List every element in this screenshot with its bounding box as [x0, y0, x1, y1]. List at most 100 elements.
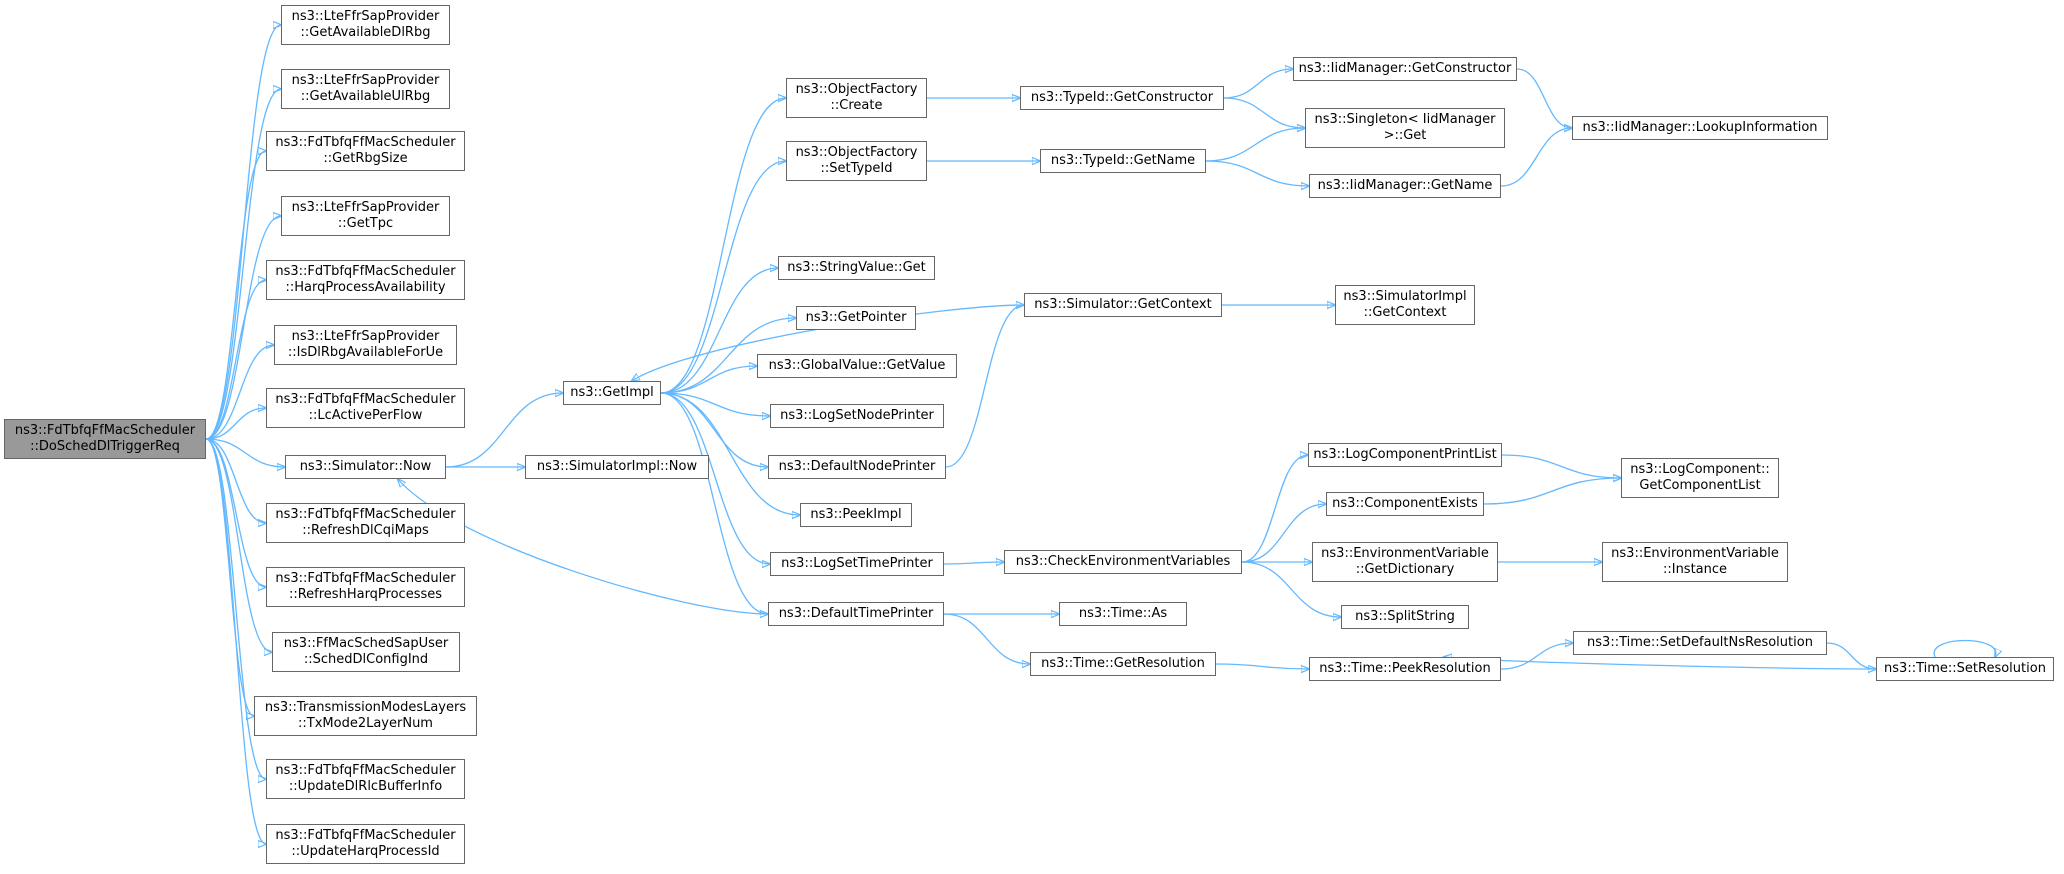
node-label-line: GetComponentList	[1639, 478, 1761, 493]
node-fdtbfq-lc-active-per-flow[interactable]: ns3::FdTbfqFfMacScheduler ::LcActivePerF…	[266, 388, 465, 428]
node-iid-manager-get-name[interactable]: ns3::IidManager::GetName	[1309, 174, 1501, 198]
node-fdtbfq-refresh-harq-processes[interactable]: ns3::FdTbfqFfMacScheduler ::RefreshHarqP…	[266, 567, 465, 607]
edge-root-to-n9	[205, 438, 266, 523]
node-split-string[interactable]: ns3::SplitString	[1341, 605, 1469, 629]
node-simulator-now[interactable]: ns3::Simulator::Now	[285, 455, 446, 479]
node-ff-mac-sched-sap-user-sched-dl-config-ind[interactable]: ns3::FfMacSchedSapUser ::SchedDlConfigIn…	[272, 632, 460, 672]
node-label-line: ns3::LogComponent::	[1630, 462, 1770, 477]
node-label-line: ns3::TransmissionModesLayers	[264, 700, 467, 715]
edge-n15-to-n18	[660, 161, 786, 394]
edge-root-to-n2	[205, 89, 281, 440]
node-label-line: ns3::Singleton< IidManager	[1314, 112, 1496, 127]
node-lte-ffr-get-available-ul-rbg[interactable]: ns3::LteFfrSapProvider ::GetAvailableUlR…	[281, 69, 450, 109]
edge-n46-to-n46	[1933, 639, 1996, 658]
edge-n27-to-n34	[1223, 97, 1305, 128]
node-log-component-get-component-list[interactable]: ns3::LogComponent:: GetComponentList	[1621, 458, 1779, 498]
node-log-set-time-printer[interactable]: ns3::LogSetTimePrinter	[770, 552, 944, 576]
node-time-set-default-ns-resolution[interactable]: ns3::Time::SetDefaultNsResolution	[1573, 631, 1827, 655]
edge-n15-to-n21	[660, 366, 757, 394]
node-label-line: ns3::ObjectFactory	[795, 145, 918, 160]
node-string-value-get[interactable]: ns3::StringValue::Get	[778, 256, 935, 280]
node-lte-ffr-get-tpc[interactable]: ns3::LteFfrSapProvider ::GetTpc	[281, 196, 450, 236]
node-lte-ffr-get-available-dl-rbg[interactable]: ns3::LteFfrSapProvider ::GetAvailableDlR…	[281, 5, 450, 45]
node-fdtbfq-update-dl-rlc-buffer-info[interactable]: ns3::FdTbfqFfMacScheduler ::UpdateDlRlcB…	[266, 759, 465, 799]
node-simulator-get-context[interactable]: ns3::Simulator::GetContext	[1024, 293, 1222, 317]
edge-n15-to-n26	[660, 392, 768, 614]
node-label-line: ns3::LteFfrSapProvider	[291, 73, 440, 88]
node-time-as[interactable]: ns3::Time::As	[1059, 602, 1187, 626]
edge-n28-to-n35	[1205, 160, 1309, 186]
node-transmission-modes-layers-tx-mode2-layer-num[interactable]: ns3::TransmissionModesLayers ::TxMode2La…	[254, 696, 477, 736]
node-fdtbfq-harq-process-availability[interactable]: ns3::FdTbfqFfMacScheduler ::HarqProcessA…	[266, 260, 465, 300]
node-label-line: ::IsDlRbgAvailableForUe	[287, 345, 444, 360]
node-simulator-impl-get-context[interactable]: ns3::SimulatorImpl ::GetContext	[1335, 285, 1475, 325]
edge-n23-to-n29	[945, 305, 1024, 468]
edge-root-to-n5	[205, 280, 266, 440]
node-label-line: ns3::TypeId::GetName	[1050, 153, 1196, 168]
edge-n45-to-n46	[1826, 642, 1876, 669]
node-get-impl[interactable]: ns3::GetImpl	[563, 381, 661, 405]
node-label-line: ns3::FdTbfqFfMacScheduler	[275, 135, 456, 150]
node-default-node-printer[interactable]: ns3::DefaultNodePrinter	[768, 455, 946, 479]
node-label-line: ::HarqProcessAvailability	[285, 280, 446, 295]
node-log-component-print-list[interactable]: ns3::LogComponentPrintList	[1308, 443, 1502, 467]
node-fdtbfq-update-harq-process-id[interactable]: ns3::FdTbfqFfMacScheduler ::UpdateHarqPr…	[266, 824, 465, 864]
node-log-set-node-printer[interactable]: ns3::LogSetNodePrinter	[770, 404, 944, 428]
node-object-factory-create[interactable]: ns3::ObjectFactory ::Create	[786, 78, 927, 118]
node-get-pointer[interactable]: ns3::GetPointer	[796, 306, 916, 330]
node-label-line: ::GetContext	[1363, 305, 1447, 320]
node-label-line: ::GetDictionary	[1355, 562, 1455, 577]
edge-root-to-n3	[205, 151, 266, 440]
node-label-line: ns3::EnvironmentVariable	[1321, 546, 1489, 561]
edge-n15-to-n25	[660, 392, 770, 564]
edge-n15-to-n24	[660, 392, 800, 515]
node-label-line: ns3::FdTbfqFfMacScheduler	[14, 423, 196, 438]
node-check-environment-variables[interactable]: ns3::CheckEnvironmentVariables	[1004, 550, 1242, 574]
node-label-line: ::Instance	[1662, 562, 1728, 577]
node-component-exists[interactable]: ns3::ComponentExists	[1326, 492, 1484, 516]
edge-n15-to-n22	[660, 392, 770, 416]
node-global-value-get-value[interactable]: ns3::GlobalValue::GetValue	[757, 354, 957, 378]
node-label-line: ns3::GetImpl	[570, 385, 654, 400]
node-label-line: ns3::FdTbfqFfMacScheduler	[275, 264, 456, 279]
node-label-line: ns3::FdTbfqFfMacScheduler	[275, 571, 456, 586]
node-label-line: ns3::IidManager::GetName	[1317, 178, 1493, 193]
node-iid-manager-lookup-information[interactable]: ns3::IidManager::LookupInformation	[1572, 116, 1828, 140]
node-label-line: ::TxMode2LayerNum	[298, 716, 433, 731]
node-environment-variable-instance[interactable]: ns3::EnvironmentVariable ::Instance	[1602, 542, 1788, 582]
edge-root-to-n6	[205, 345, 274, 440]
node-label-line: ns3::Simulator::GetContext	[1034, 297, 1212, 312]
node-label-line: ns3::Time::SetDefaultNsResolution	[1587, 635, 1813, 650]
node-type-id-get-constructor[interactable]: ns3::TypeId::GetConstructor	[1020, 86, 1224, 110]
node-environment-variable-get-dictionary[interactable]: ns3::EnvironmentVariable ::GetDictionary	[1312, 542, 1498, 582]
node-lte-ffr-is-dl-rbg-available-for-ue[interactable]: ns3::LteFfrSapProvider ::IsDlRbgAvailabl…	[274, 325, 457, 365]
edge-n25-to-n30	[943, 562, 1004, 564]
node-fdtbfq-refresh-dl-cqi-maps[interactable]: ns3::FdTbfqFfMacScheduler ::RefreshDlCqi…	[266, 503, 465, 543]
node-label-line: ns3::TypeId::GetConstructor	[1030, 90, 1214, 105]
node-fdtbfq-do-sched-dl-trigger-req[interactable]: ns3::FdTbfqFfMacScheduler ::DoSchedDlTri…	[4, 419, 206, 459]
node-time-peek-resolution[interactable]: ns3::Time::PeekResolution	[1309, 657, 1501, 681]
node-object-factory-set-type-id[interactable]: ns3::ObjectFactory ::SetTypeId	[786, 141, 927, 181]
node-label-line: ns3::FdTbfqFfMacScheduler	[275, 507, 456, 522]
node-fdtbfq-get-rbg-size[interactable]: ns3::FdTbfqFfMacScheduler ::GetRbgSize	[266, 131, 465, 171]
edge-n15-to-n20	[660, 318, 796, 394]
node-time-set-resolution[interactable]: ns3::Time::SetResolution	[1876, 657, 2054, 681]
edge-n28-to-n34	[1205, 128, 1305, 162]
node-singleton-iid-manager-get[interactable]: ns3::Singleton< IidManager >::Get	[1305, 108, 1505, 148]
node-simulator-impl-now[interactable]: ns3::SimulatorImpl::Now	[525, 455, 709, 479]
node-peek-impl[interactable]: ns3::PeekImpl	[800, 503, 912, 527]
node-label-line: ns3::LteFfrSapProvider	[291, 9, 440, 24]
node-label-line: ns3::Time::PeekResolution	[1319, 661, 1491, 676]
node-label-line: ns3::IidManager::GetConstructor	[1298, 61, 1512, 76]
node-label-line: ::RefreshDlCqiMaps	[302, 523, 429, 538]
node-type-id-get-name[interactable]: ns3::TypeId::GetName	[1040, 149, 1206, 173]
node-label-line: ns3::StringValue::Get	[787, 260, 926, 275]
node-label-line: ns3::IidManager::LookupInformation	[1582, 120, 1818, 135]
node-label-line: ::GetRbgSize	[323, 151, 408, 166]
node-time-get-resolution[interactable]: ns3::Time::GetResolution	[1030, 652, 1216, 676]
node-label-line: ::SetTypeId	[820, 161, 893, 176]
node-default-time-printer[interactable]: ns3::DefaultTimePrinter	[768, 602, 944, 626]
edge-n30-to-n40	[1241, 561, 1341, 617]
node-iid-manager-get-constructor[interactable]: ns3::IidManager::GetConstructor	[1293, 57, 1517, 81]
edge-n32-to-n41	[1215, 663, 1309, 669]
